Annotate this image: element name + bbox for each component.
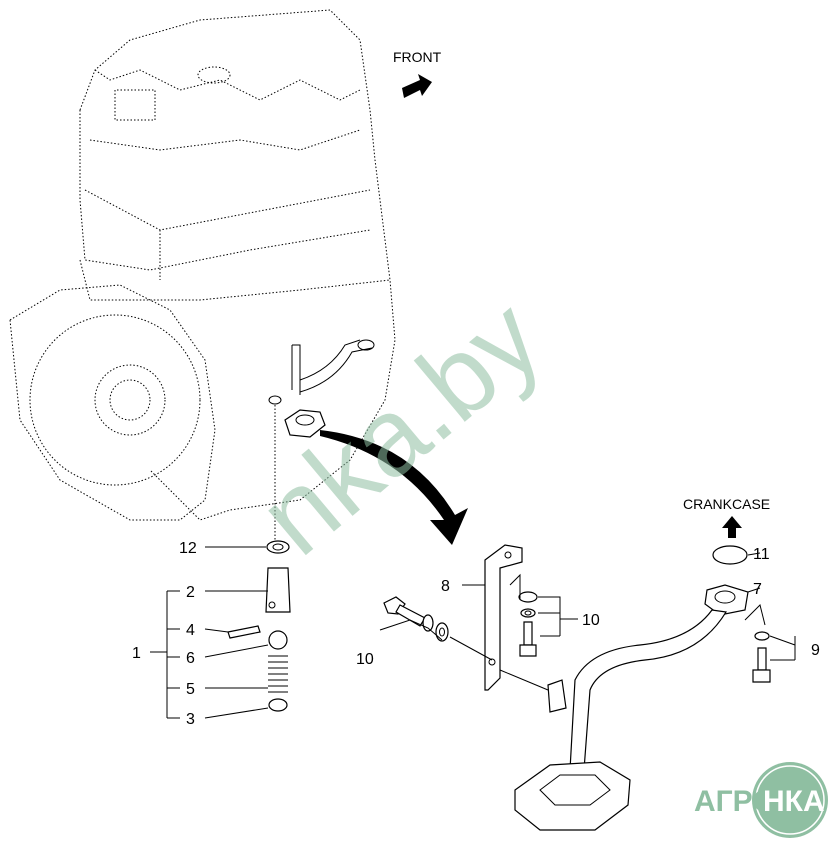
callout-4: 4: [186, 622, 195, 639]
callout-8: 8: [441, 578, 450, 595]
crankcase-arrow-icon: [722, 516, 742, 538]
callout-5: 5: [186, 681, 195, 698]
flywheel-housing: [9, 284, 216, 521]
callout-1: 1: [132, 645, 141, 662]
callout-6: 6: [186, 650, 195, 667]
callout-12: 12: [179, 540, 197, 557]
front-arrow-icon: [402, 74, 432, 98]
detail-arrow: [320, 430, 468, 545]
logo-right-text: НКА: [763, 785, 825, 818]
watermark: nka.by: [236, 276, 563, 579]
bolts-washers: [379, 573, 796, 691]
leader-lines-left: [150, 546, 269, 719]
bracket: [462, 544, 523, 691]
logo: АГРО НКА: [694, 762, 828, 838]
callout-2: 2: [186, 584, 195, 601]
relief-valve-parts: [227, 540, 291, 712]
callout-10-right: 10: [582, 612, 600, 629]
crankcase-label: CRANKCASE: [683, 496, 770, 512]
installed-pipe: [268, 339, 375, 545]
front-label: FRONT: [393, 49, 442, 65]
engine-block: [79, 9, 396, 521]
callout-9: 9: [811, 642, 820, 659]
callout-10-left: 10: [356, 651, 374, 668]
logo-left-text: АГРО: [694, 785, 776, 818]
callout-7: 7: [753, 581, 762, 598]
callout-3: 3: [186, 711, 195, 728]
callout-11: 11: [753, 546, 770, 563]
suction-pipe: [514, 545, 761, 831]
